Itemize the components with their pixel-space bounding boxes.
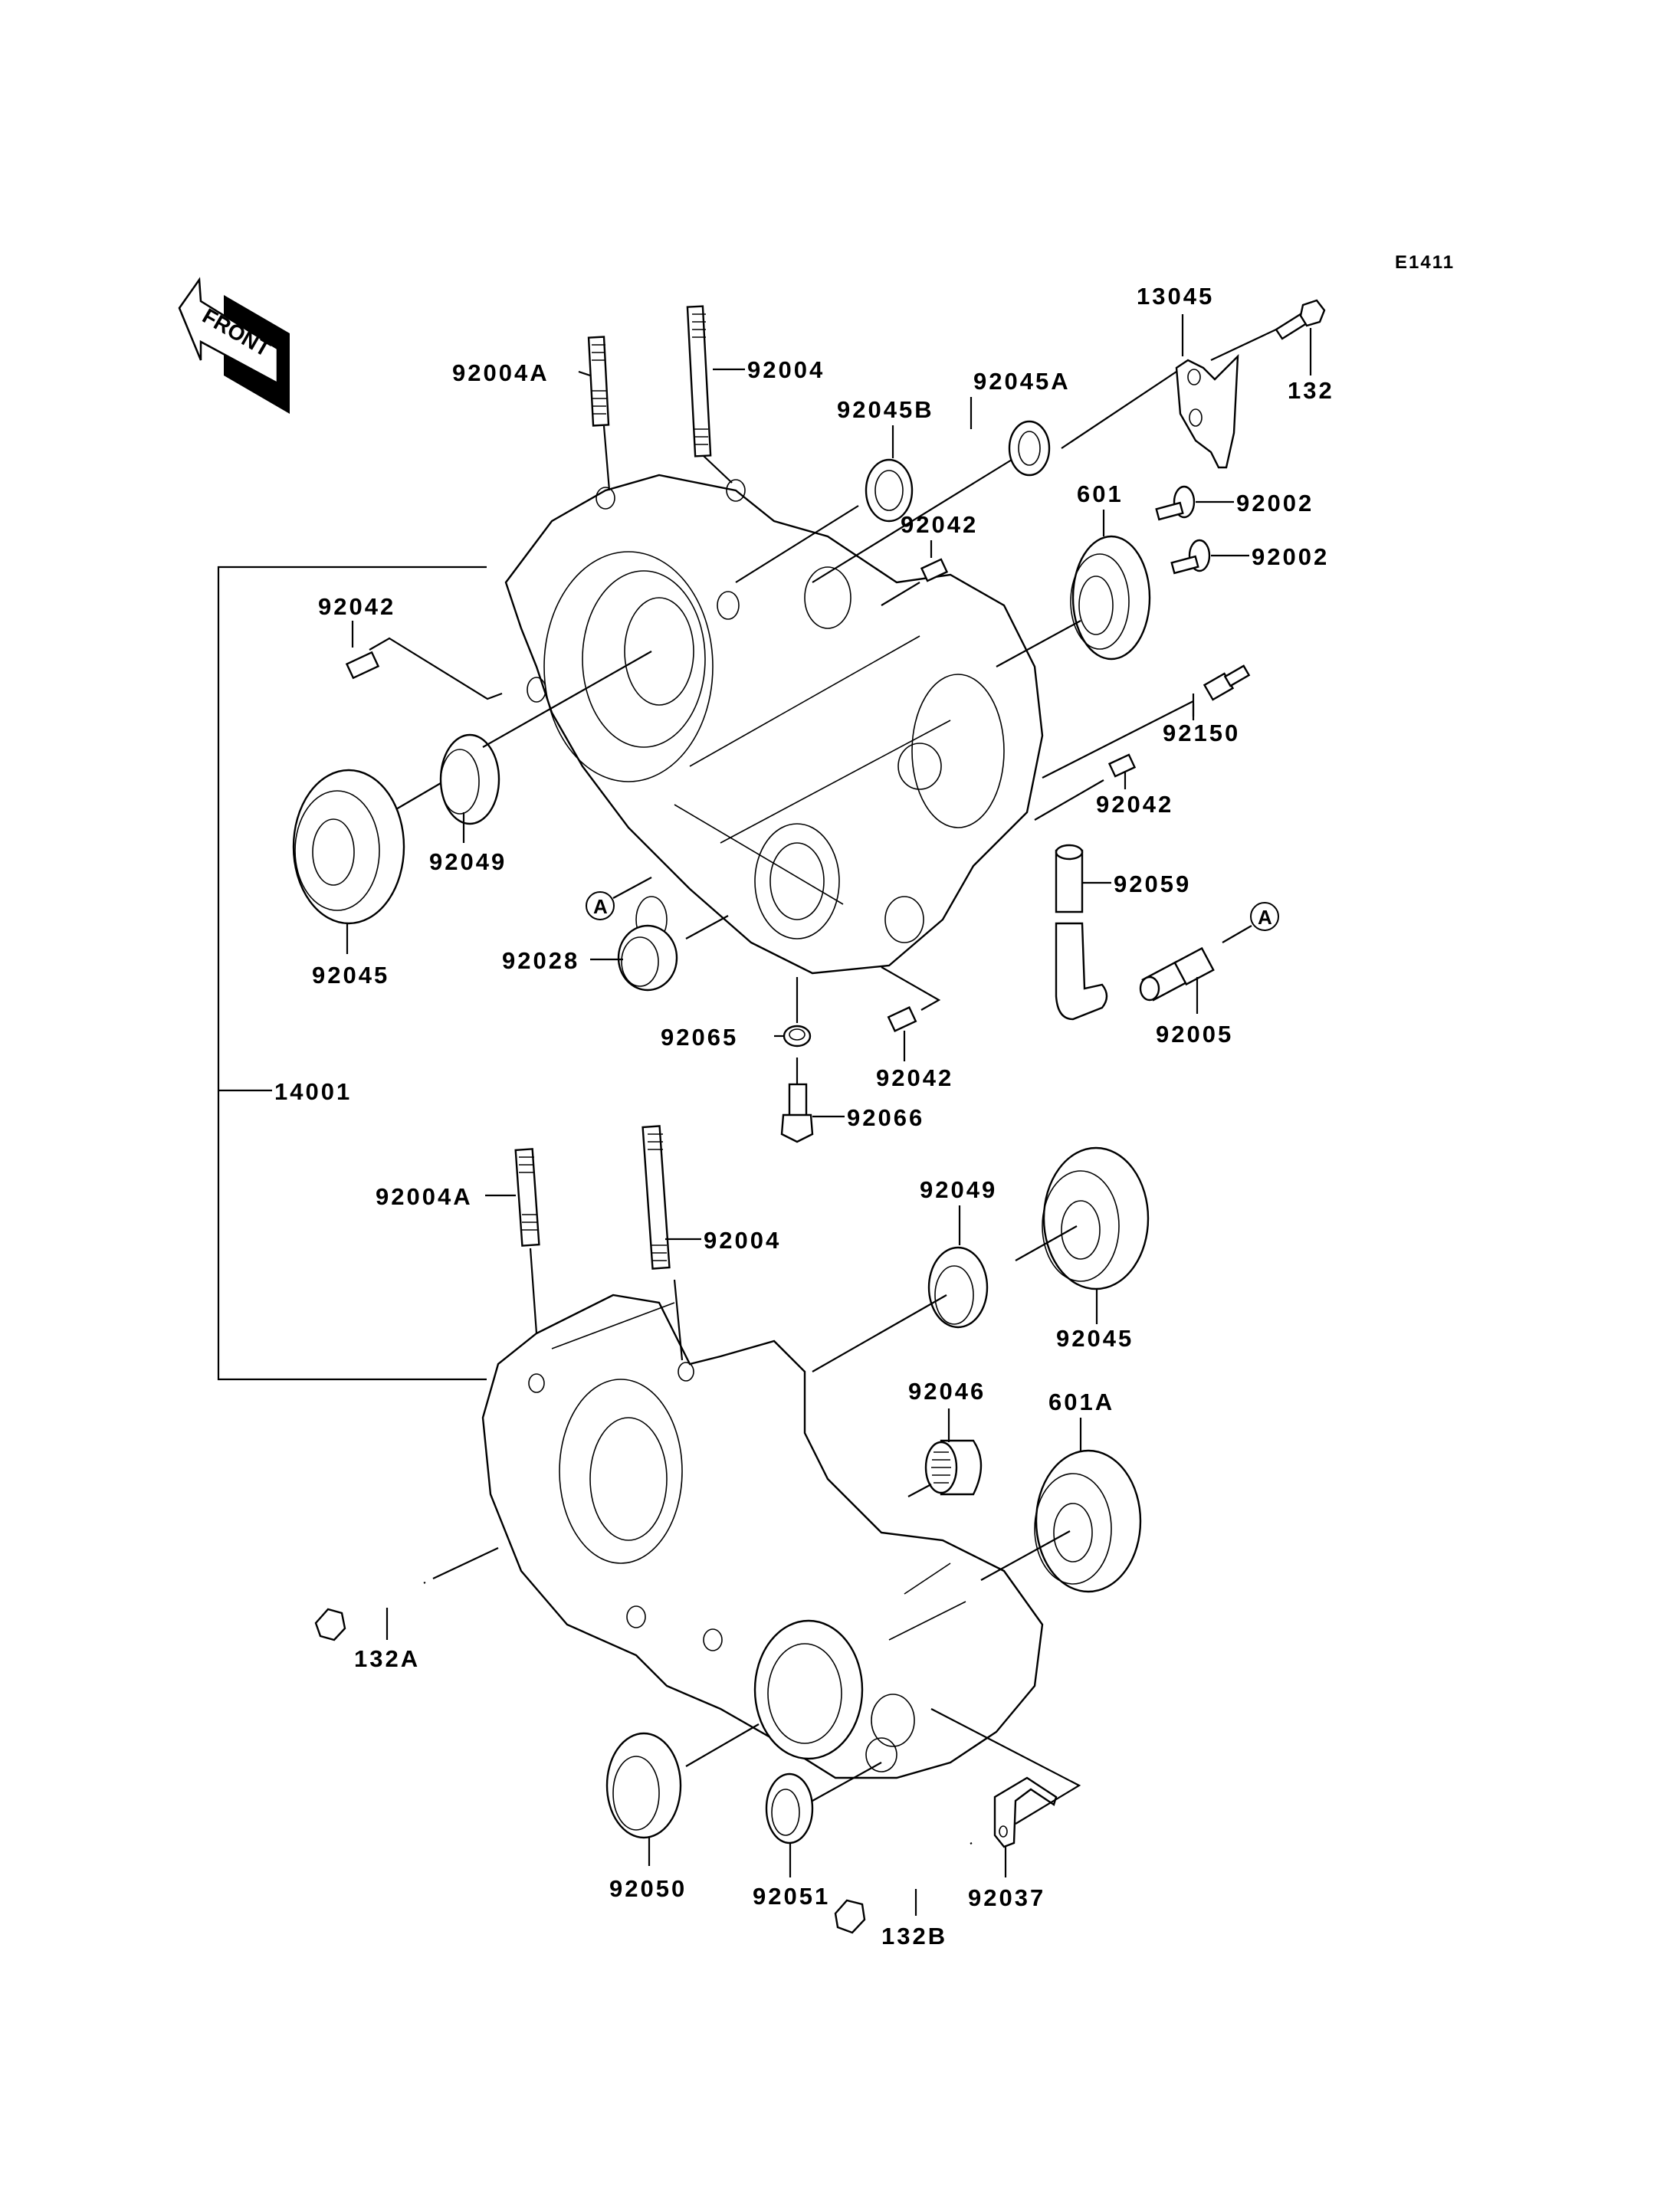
stud-92004A-lower xyxy=(514,1148,540,1247)
washer-92065 xyxy=(783,1025,812,1048)
label-92004-lower: 92004 xyxy=(704,1227,781,1254)
front-arrow-icon: FRONT xyxy=(178,277,290,414)
bolt-132B xyxy=(834,1841,973,1934)
label-92065: 92065 xyxy=(661,1024,738,1051)
label-92059: 92059 xyxy=(1114,871,1191,897)
bolt-92002-b xyxy=(1170,539,1211,575)
reference-code: E1411 xyxy=(1395,252,1455,273)
lower-crankcase-half xyxy=(481,1294,1044,1779)
bracket-13045 xyxy=(1175,353,1239,469)
bolt-132A xyxy=(314,1580,426,1641)
dowel-92042-right xyxy=(1107,753,1137,778)
bearing-92045-lower xyxy=(1042,1146,1150,1290)
label-92042-right: 92042 xyxy=(1096,791,1173,818)
label-92045A: 92045A xyxy=(973,368,1071,395)
bearing-92045B xyxy=(865,458,914,523)
label-14001: 14001 xyxy=(274,1078,352,1105)
label-92066: 92066 xyxy=(847,1104,924,1131)
stud-92004-upper xyxy=(686,305,733,484)
bearing-601A xyxy=(1034,1449,1142,1593)
stud-92004-lower xyxy=(641,1125,671,1270)
label-92004A-lower: 92004A xyxy=(376,1183,473,1210)
label-92042-lower: 92042 xyxy=(876,1064,953,1091)
label-92049-lower: 92049 xyxy=(920,1176,997,1203)
svg-text:A: A xyxy=(593,895,608,918)
needle-bearing-92046 xyxy=(924,1439,983,1496)
bolt-132 xyxy=(1275,299,1326,340)
crankcase-set-bracket xyxy=(217,566,487,1381)
label-13045: 13045 xyxy=(1137,283,1214,310)
label-92002-b: 92002 xyxy=(1252,543,1329,570)
plug-92066 xyxy=(780,1083,814,1143)
label-132A: 132A xyxy=(354,1645,420,1672)
label-92051: 92051 xyxy=(753,1883,830,1910)
label-601A: 601A xyxy=(1048,1389,1114,1415)
hose-92059 xyxy=(1055,844,1108,1021)
label-92049-upper: 92049 xyxy=(429,848,507,875)
seal-92049-lower xyxy=(927,1246,989,1329)
fitting-92005 xyxy=(1139,946,1215,1002)
collar-92028 xyxy=(617,924,678,992)
label-92042-left: 92042 xyxy=(318,593,395,620)
connector-marker-a-right: A xyxy=(1250,902,1279,931)
fitting-92150 xyxy=(1203,664,1251,701)
dowel-92042-lower xyxy=(887,1006,917,1032)
bearing-601 xyxy=(1070,535,1151,661)
label-132: 132 xyxy=(1288,377,1334,404)
label-92045B: 92045B xyxy=(837,396,934,423)
seal-92050 xyxy=(605,1732,682,1839)
seal-92051 xyxy=(765,1772,814,1844)
label-92046: 92046 xyxy=(908,1378,986,1405)
label-132B: 132B xyxy=(881,1923,947,1949)
label-92050: 92050 xyxy=(609,1875,687,1902)
upper-crankcase-half xyxy=(504,474,1044,975)
label-92045-left: 92045 xyxy=(312,962,389,989)
bearing-92045-left xyxy=(292,769,405,925)
svg-text:A: A xyxy=(1258,906,1272,929)
label-601: 601 xyxy=(1077,480,1124,507)
dowel-92042-top xyxy=(920,558,949,582)
bolt-92002-a xyxy=(1155,485,1196,521)
connector-marker-a-left: A xyxy=(586,891,615,920)
label-92150: 92150 xyxy=(1163,720,1240,746)
bearing-92045A xyxy=(1008,420,1051,477)
dowel-92042-left xyxy=(345,651,380,680)
label-92045-lower: 92045 xyxy=(1056,1325,1134,1352)
label-92004-upper: 92004 xyxy=(747,356,825,383)
label-92005: 92005 xyxy=(1156,1021,1233,1048)
label-92037: 92037 xyxy=(968,1884,1045,1911)
label-92002-a: 92002 xyxy=(1236,490,1314,516)
label-92042-top: 92042 xyxy=(901,511,978,538)
label-92028: 92028 xyxy=(502,947,579,974)
seal-92049-upper xyxy=(439,733,500,825)
stud-92004A-upper xyxy=(587,336,611,491)
clamp-92037 xyxy=(993,1776,1058,1848)
label-92004A-upper: 92004A xyxy=(452,359,550,386)
